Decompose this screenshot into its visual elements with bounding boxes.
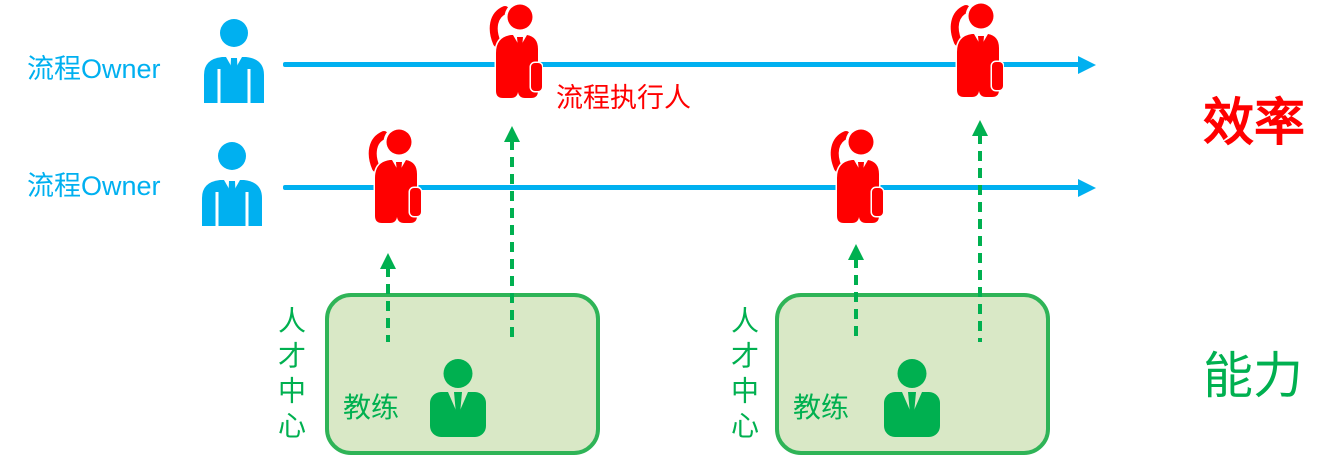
coach-label-1: 教练 xyxy=(343,392,400,423)
coach-label-2: 教练 xyxy=(793,392,850,423)
efficiency-label: 效率 xyxy=(1203,94,1306,151)
talent-center-box-1: 教练 xyxy=(325,293,600,455)
capability-label: 能力 xyxy=(1203,348,1303,404)
process-owner-icon-1 xyxy=(204,19,264,103)
process-owner-icon-2 xyxy=(202,142,262,226)
process-owner-label-2: 流程Owner xyxy=(27,171,161,201)
talent-center-vertical-label-2: 人才中心 xyxy=(728,306,759,446)
growth-dashed-arrow-1 xyxy=(380,253,396,342)
timeline-arrow-1 xyxy=(283,62,1080,67)
process-executor-icon-3 xyxy=(365,128,422,225)
growth-dashed-arrow-2 xyxy=(504,126,520,342)
growth-dashed-arrow-3 xyxy=(848,244,864,342)
coach-icon-2 xyxy=(884,359,940,437)
coach-icon-1 xyxy=(430,359,486,437)
timeline-arrowhead-1 xyxy=(1078,56,1096,74)
timeline-arrow-2 xyxy=(283,185,1080,190)
timeline-arrowhead-2 xyxy=(1078,179,1096,197)
process-executor-icon-1 xyxy=(486,3,543,100)
talent-center-box-2: 教练 xyxy=(775,293,1050,455)
growth-dashed-arrow-4 xyxy=(972,120,988,342)
process-executor-label: 流程执行人 xyxy=(556,83,691,113)
process-executor-icon-4 xyxy=(827,128,884,225)
talent-center-vertical-label-1: 人才中心 xyxy=(275,306,306,446)
process-owner-label-1: 流程Owner xyxy=(27,54,161,84)
process-executor-icon-2 xyxy=(947,2,1004,99)
